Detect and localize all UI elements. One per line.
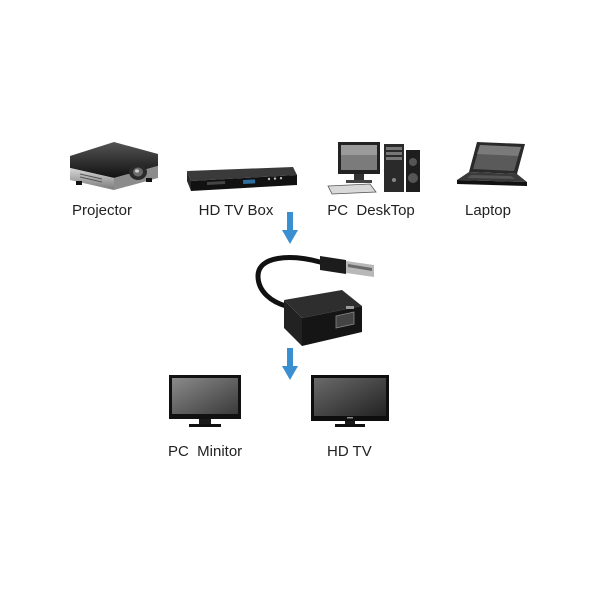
source-label-laptop: Laptop [465,202,511,219]
down-arrow-lower [282,348,298,382]
laptop-icon [457,142,527,186]
pc-monitor-device [167,373,243,429]
output-label-pc-monitor: PC Minitor [168,443,243,460]
down-arrow-icon [282,212,298,244]
source-label-hd-tv-box: HD TV Box [198,202,274,219]
usb-to-vga-adapter-icon [255,255,374,346]
down-arrow-icon [282,348,298,380]
projector-icon [70,142,158,190]
tv-icon [311,375,389,427]
down-arrow-upper [282,212,298,246]
source-label-pc-desktop: PC DeskTop [327,202,415,219]
monitor-icon [169,375,241,427]
pc-desktop-device [326,140,426,196]
laptop-device [455,140,529,192]
hd-tv-box-device [185,165,299,193]
set-top-box-icon [187,167,297,191]
output-label-hd-tv: HD TV [327,443,372,460]
usb-vga-adapter [250,250,380,360]
desktop-pc-icon [327,142,420,195]
hd-tv-device [309,373,391,429]
source-label-projector: Projector [71,202,133,219]
projector-device [66,138,162,196]
